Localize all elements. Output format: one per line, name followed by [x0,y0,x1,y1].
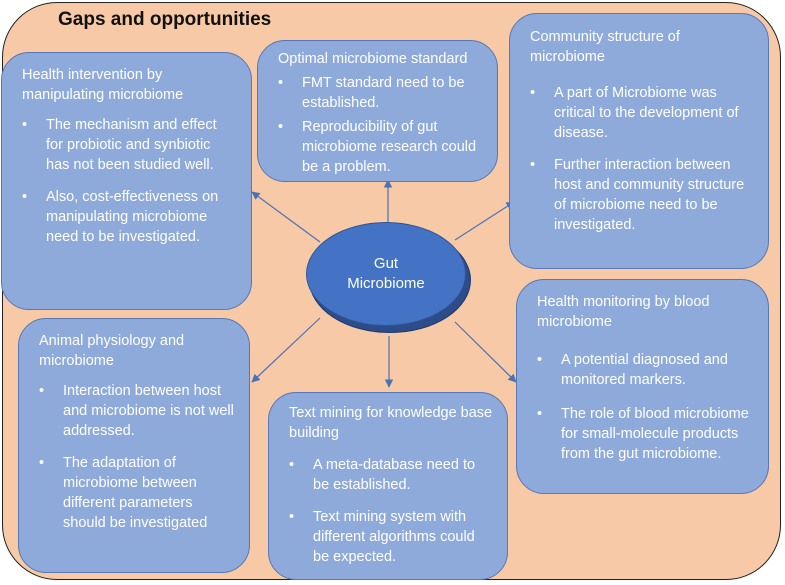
bullet-item: Reproducibility of gut microbiome resear… [278,117,483,177]
bullet-item: A part of Microbiome was critical to the… [530,83,754,143]
bullet-item: Interaction between host and microbiome … [39,381,235,441]
box-community-structure: Community structure of microbiome A part… [509,13,769,269]
bullet-item: A potential diagnosed and monitored mark… [537,350,754,390]
bullet-item: FMT standard need to be established. [278,73,483,113]
box-blood-monitoring: Health monitoring by blood microbiome A … [516,279,769,494]
box-heading: Health monitoring by blood microbiome [537,294,710,330]
box-health-intervention: Health intervention by manipulating micr… [1,52,252,310]
bullet-item: The mechanism and effect for probiotic a… [22,115,237,175]
bullet-item: The adaptation of microbiome between dif… [39,453,235,533]
arrow-to-community-structure [454,201,515,241]
bullet-item: Also, cost-effectiveness on manipulating… [22,187,237,247]
box-heading: Animal physiology and microbiome [39,333,185,369]
box-optimal-standard: Optimal microbiome standard FMT standard… [257,40,498,182]
arrow-to-blood-monitoring [454,321,517,383]
bullet-item: Further interaction between host and com… [530,155,754,235]
bullet-item: The role of blood microbiome for small-m… [537,404,754,464]
center-node-label: Gut Microbiome [306,222,466,326]
center-node: Gut Microbiome [306,222,471,334]
bullet-item: A meta-database need to be established. [289,455,493,495]
box-heading: Optimal microbiome standard [278,51,468,67]
box-text-mining: Text mining for knowledge base building … [268,392,508,580]
arrow-to-animal-physiology [251,317,321,383]
box-heading: Text mining for knowledge base building [289,405,493,441]
bullet-item: Text mining system with different algori… [289,507,493,567]
box-animal-physiology: Animal physiology and microbiome Interac… [18,318,250,573]
diagram-title: Gaps and opportunities [58,9,272,30]
box-heading: Community structure of microbiome [530,29,680,65]
arrow-to-health-intervention [251,191,321,243]
box-heading: Health intervention by manipulating micr… [22,67,184,103]
